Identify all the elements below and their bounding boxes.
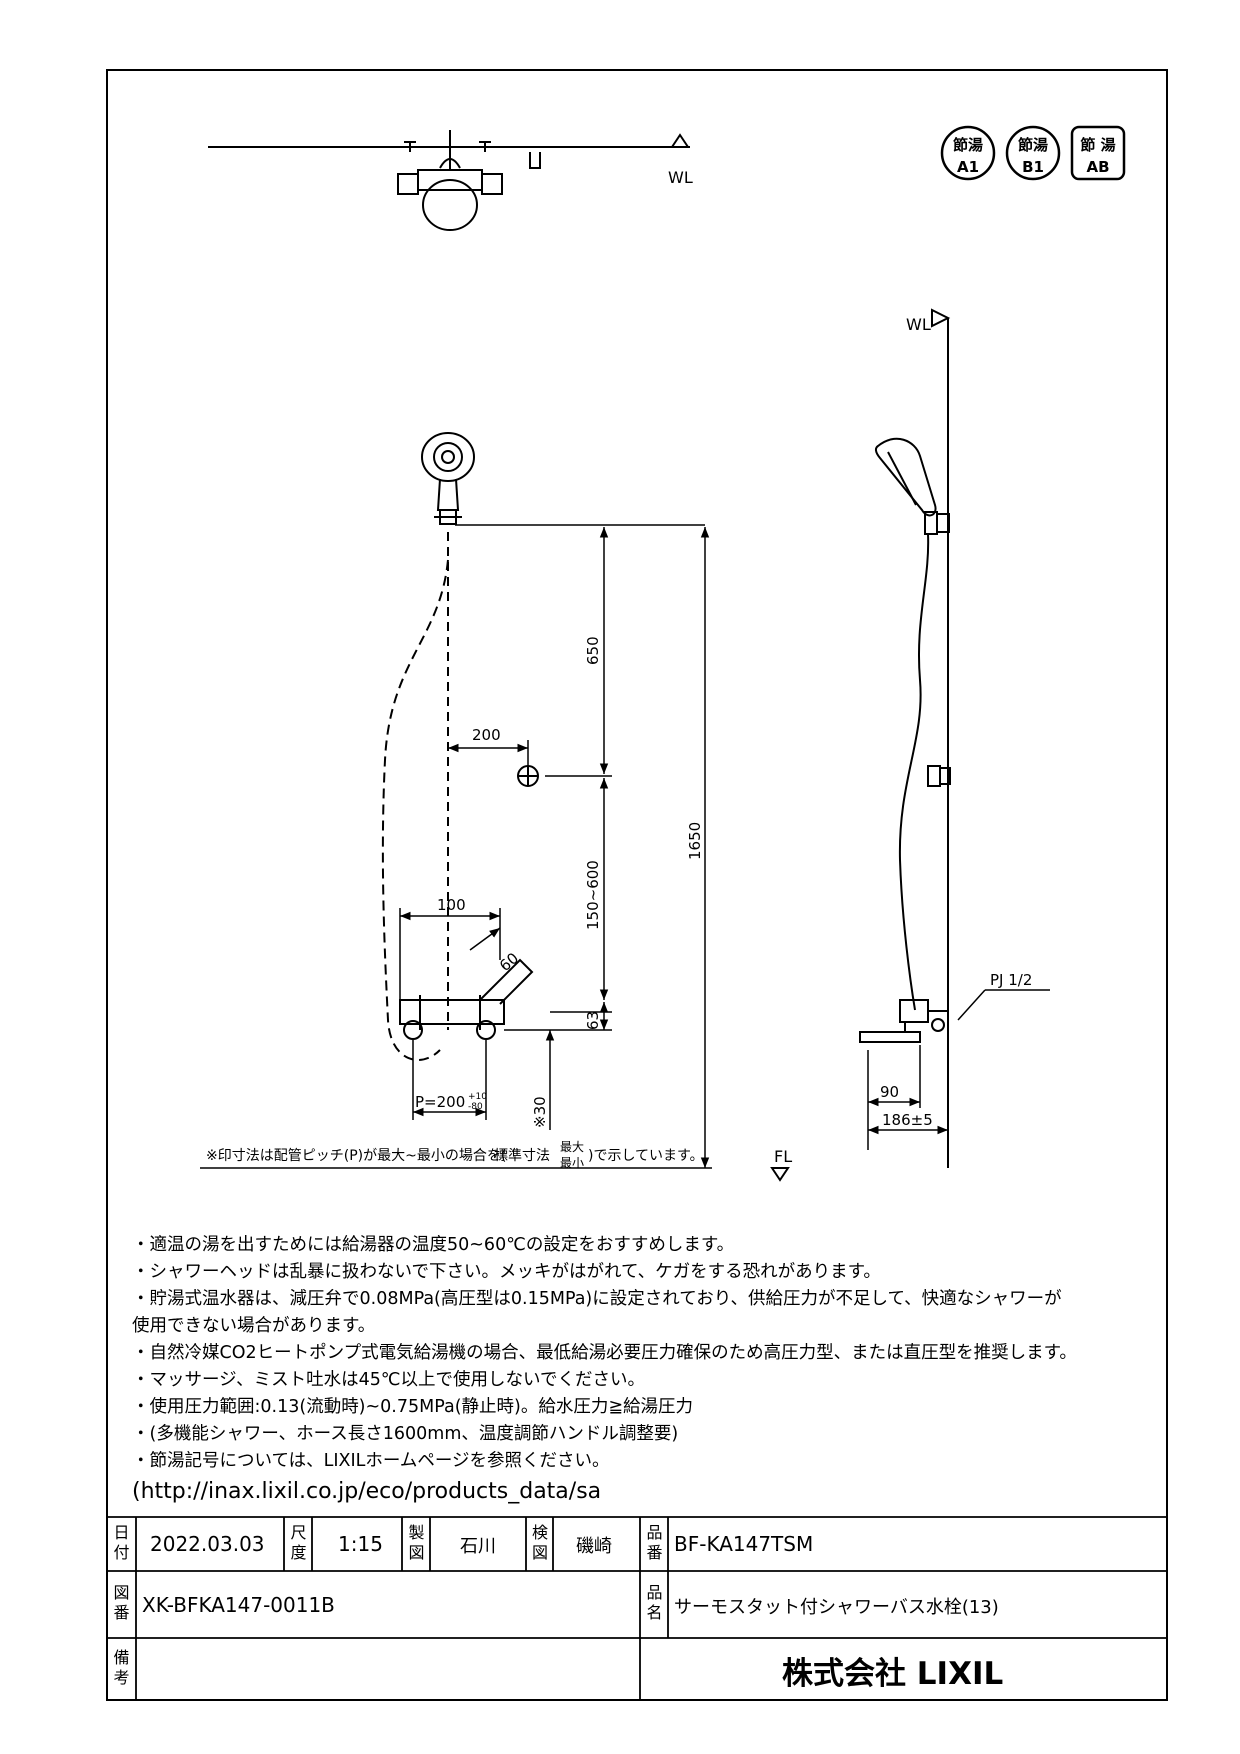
- note-line: ・自然冷媒CO2ヒートポンプ式電気給湯機の場合、最低給湯必要圧力確保のため高圧力…: [132, 1343, 1077, 1363]
- front-dimensions: [200, 524, 712, 1169]
- part-no: BF-KA147TSM: [674, 1532, 814, 1556]
- title-block: [107, 1516, 1167, 1700]
- svg-text:節湯: 節湯: [953, 136, 983, 154]
- fl-label: FL: [774, 1147, 792, 1166]
- dim-90: 90: [880, 1083, 899, 1101]
- drawing-no: XK-BFKA147-0011B: [142, 1593, 335, 1617]
- side-dimensions: [867, 989, 1050, 1150]
- dim-186: 186±5: [882, 1111, 933, 1129]
- note-line: ・適温の湯を出すためには給湯器の温度50~60℃の設定をおすすめします。: [132, 1235, 735, 1255]
- scale-value: 1:15: [338, 1532, 383, 1556]
- wl-label-side: WL: [906, 315, 931, 334]
- footnote-min: 最小: [560, 1156, 584, 1170]
- svg-text:節湯: 節湯: [1018, 136, 1048, 154]
- footnote-prefix: ※印寸法は配管ピッチ(P)が最大~最小の場合を(: [206, 1148, 506, 1164]
- notes-block: ・適温の湯を出すためには給湯器の温度50~60℃の設定をおすすめします。 ・シャ…: [132, 1232, 1152, 1507]
- scale-label: 尺度: [290, 1523, 307, 1562]
- svg-text:節 湯: 節 湯: [1080, 136, 1115, 154]
- drawn-label: 製図: [408, 1523, 425, 1562]
- dim-650: 650: [584, 636, 602, 665]
- dim-200: 200: [472, 726, 501, 744]
- dim-p-tol-lower: -80: [468, 1102, 483, 1112]
- url-line: (http://inax.lixil.co.jp/eco/products_da…: [132, 1479, 602, 1504]
- note-line: ・シャワーヘッドは乱暴に扱わないで下さい。メッキがはがれて、ケガをする恐れがあり…: [132, 1262, 881, 1282]
- checked-by: 磯崎: [576, 1536, 612, 1557]
- drawn-by: 石川: [460, 1536, 496, 1557]
- svg-text:AB: AB: [1086, 158, 1109, 176]
- dim-1650: 1650: [686, 822, 704, 860]
- note-line: ・(多機能シャワー、ホース長さ1600mm、温度調節ハンドル調整要): [132, 1424, 679, 1444]
- footnote-standard: 標準寸法: [494, 1148, 550, 1164]
- top-view: [208, 130, 690, 231]
- note-line: ・貯湯式温水器は、減圧弁で0.08MPa(高圧型は0.15MPa)に設定されてお…: [132, 1289, 1062, 1309]
- front-view: [381, 432, 539, 1061]
- company-name: 株式会社 LIXIL: [782, 1656, 1004, 1692]
- part-no-label: 品番: [646, 1523, 663, 1562]
- footnote-max: 最大: [560, 1140, 584, 1154]
- badge-b1: 節湯 B1: [1005, 125, 1061, 181]
- sheet-border: [106, 69, 1168, 1701]
- wl-label-top: WL: [668, 168, 693, 187]
- dim-63: 63: [584, 1011, 602, 1030]
- date-label: 日付: [113, 1523, 130, 1562]
- remarks-label: 備考: [113, 1648, 130, 1687]
- dim-100: 100: [437, 896, 466, 914]
- note-line: 使用できない場合があります。: [132, 1316, 376, 1336]
- checked-label: 検図: [531, 1523, 548, 1562]
- product-name-label: 品名: [646, 1583, 663, 1622]
- dim-p: P=200: [415, 1093, 465, 1111]
- svg-text:B1: B1: [1022, 158, 1044, 176]
- note-line: ・マッサージ、ミスト吐水は45℃以上で使用しないでください。: [132, 1370, 646, 1390]
- pj-label: PJ 1/2: [990, 971, 1032, 989]
- note-line: ・節湯記号については、LIXILホームページを参照ください。: [132, 1451, 610, 1471]
- badge-ab: 節 湯 AB: [1070, 125, 1126, 181]
- drawing-no-label: 図番: [113, 1583, 130, 1622]
- side-view: [770, 308, 951, 1182]
- product-name: サーモスタット付シャワーバス水栓(13): [674, 1597, 999, 1618]
- note-line: ・使用圧力範囲:0.13(流動時)~0.75MPa(静止時)。給水圧力≧給湯圧力: [132, 1397, 694, 1417]
- footnote-suffix: )で示しています。: [588, 1148, 704, 1164]
- svg-text:A1: A1: [957, 158, 979, 176]
- dim-p-tol-upper: +10: [468, 1092, 487, 1102]
- dim-30: ※30: [531, 1096, 549, 1128]
- badge-a1: 節湯 A1: [940, 125, 996, 181]
- date-value: 2022.03.03: [150, 1532, 265, 1556]
- dim-150-600: 150~600: [584, 860, 602, 930]
